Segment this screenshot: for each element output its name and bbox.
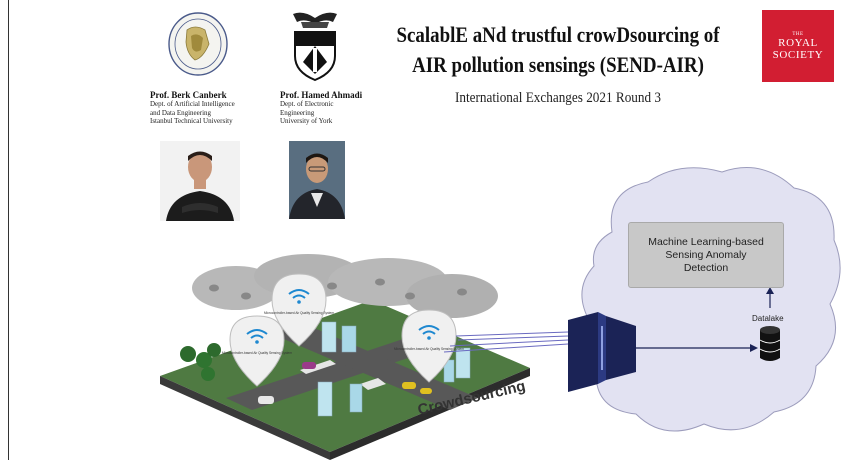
trees <box>180 343 221 381</box>
cars <box>258 362 432 404</box>
sensor-pin-center <box>271 273 327 347</box>
person-dept-line-1: Dept. of Artificial Intelligence <box>150 100 235 108</box>
person-dept-line-2: Engineering <box>280 108 315 117</box>
royal-logo-line-1: ROYAL <box>778 36 818 49</box>
city-platform <box>160 300 530 460</box>
royal-logo-small-text: THE <box>792 31 804 37</box>
person-dept-line-1: Dept. of Electronic <box>280 100 334 108</box>
royal-society-logo: THE ROYAL SOCIETY <box>762 10 834 82</box>
ml-box-line-3: Detection <box>683 261 729 274</box>
ml-box-line-1: Machine Learning-based <box>648 235 764 248</box>
gateway-device <box>568 312 636 392</box>
poster-title: ScalablE aNd trustful crowDsourcing of A… <box>395 20 722 80</box>
ml-box-line-2: Sensing Anomaly <box>665 248 747 261</box>
person-dept-line-3: University of York <box>280 117 333 125</box>
sensor-pin-right <box>401 309 457 383</box>
photo-canberk <box>160 141 240 221</box>
person-name: Prof. Hamed Ahmadi <box>280 90 363 100</box>
pin-label-right: Microcontroller-based Air Quality Sensin… <box>394 347 464 351</box>
buildings <box>317 321 471 417</box>
pin-label-left: Microcontroller-based Air Quality Sensin… <box>222 351 292 355</box>
left-divider <box>8 0 9 460</box>
itu-seal-logo <box>168 12 228 76</box>
database-icon <box>759 326 781 361</box>
title-line-1: ScalablE aNd trustful crowDsourcing of <box>396 22 720 47</box>
royal-logo-line-2: SOCIETY <box>772 48 824 61</box>
arrow-to-datalake <box>636 344 758 352</box>
person-card-ahmadi: Prof. Hamed Ahmadi Dept. of Electronic E… <box>280 90 390 126</box>
pin-label-center: Microcontroller-based Air Quality Sensin… <box>264 311 334 315</box>
ml-anomaly-detection-box: Machine Learning-based Sensing Anomaly D… <box>628 222 784 288</box>
person-name: Prof. Berk Canberk <box>150 90 227 100</box>
uplink-lines <box>443 331 569 353</box>
sensor-pin-left <box>229 315 285 387</box>
title-line-2: AIR pollution sensings (SEND-AIR) <box>412 52 704 77</box>
datalake-label: Datalake <box>752 314 784 323</box>
pollution-cloud <box>192 254 498 318</box>
poster-subtitle: International Exchanges 2021 Round 3 <box>454 90 662 106</box>
cloud-shape <box>580 167 841 432</box>
york-crest-logo <box>293 12 337 82</box>
person-dept-line-3: Istanbul Technical University <box>150 117 233 125</box>
person-dept-line-2: and Data Engineering <box>150 108 212 117</box>
arrow-to-ml <box>766 287 774 308</box>
person-card-canberk: Prof. Berk Canberk Dept. of Artificial I… <box>150 90 290 126</box>
photo-ahmadi <box>289 141 345 219</box>
